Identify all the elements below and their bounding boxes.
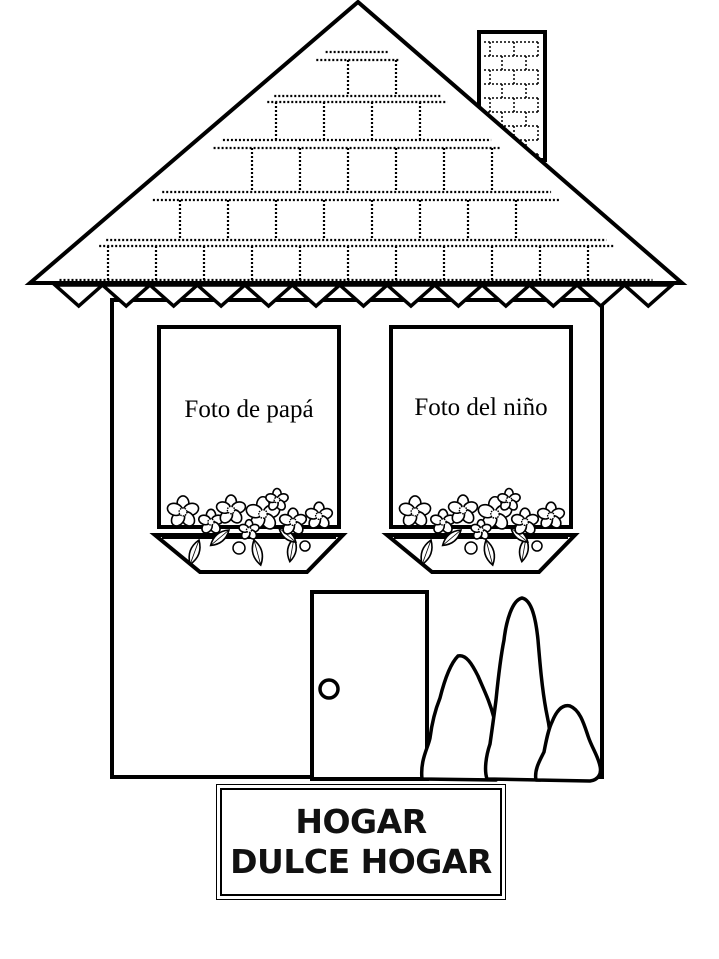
bushes: [419, 596, 603, 783]
door-knob: [318, 678, 340, 700]
sign-line-2: DULCE HOGAR: [230, 842, 492, 881]
sign-inner-frame: HOGAR DULCE HOGAR: [220, 788, 502, 896]
roof: [24, 0, 688, 285]
sign-line-1: HOGAR: [295, 802, 427, 841]
flower-box-right: [398, 487, 566, 567]
photo-label-right: Foto del niño: [414, 394, 548, 421]
sign: HOGAR DULCE HOGAR: [216, 784, 506, 900]
roof-trim: [30, 281, 682, 309]
door: [310, 590, 429, 781]
photo-label-left: Foto de papá: [184, 396, 314, 423]
flower-box-left: [166, 487, 334, 567]
